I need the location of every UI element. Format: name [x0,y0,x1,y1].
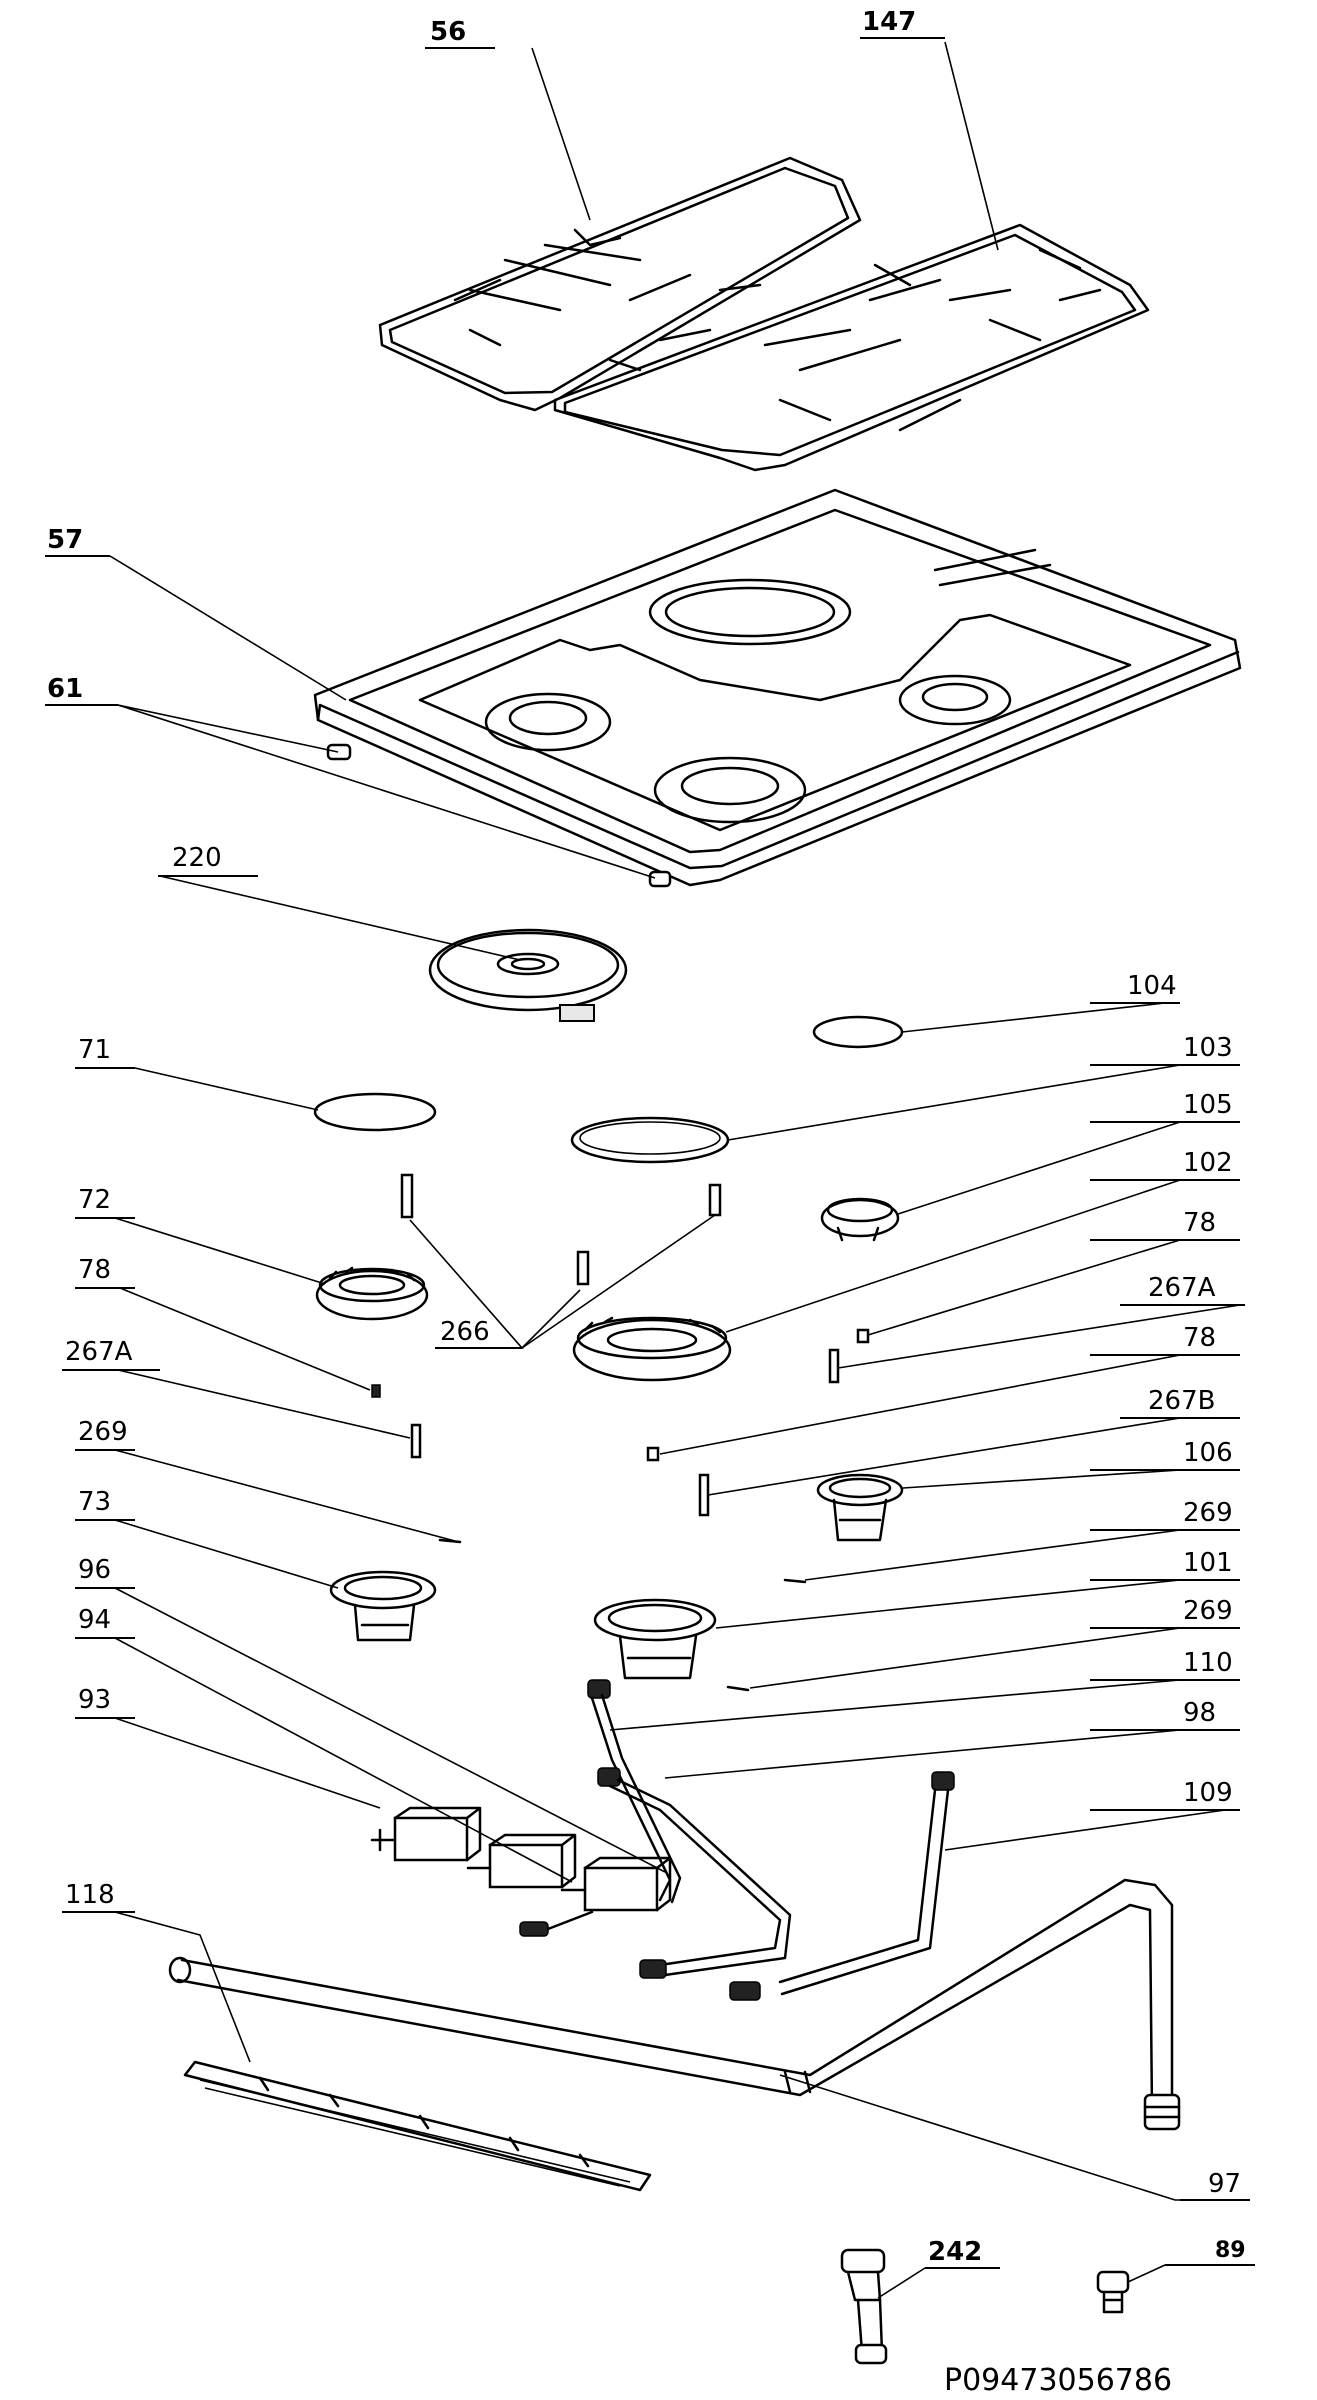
label-97: 97 [1208,2169,1241,2199]
label-220: 220 [172,843,222,873]
label-96: 96 [78,1555,111,1585]
burner-cap-103 [570,1116,730,1164]
label-78-left: 78 [78,1255,111,1285]
clip-78-right [856,1328,870,1344]
label-93: 93 [78,1685,111,1715]
spark-plug-267a-right [828,1348,840,1384]
label-71: 71 [78,1035,111,1065]
label-267a-right: 267A [1148,1273,1216,1303]
burner-cap-71 [313,1092,437,1132]
injector-269-center [726,1685,750,1692]
label-73: 73 [78,1487,111,1517]
label-147: 147 [862,7,916,37]
electric-hotplate [428,928,628,1022]
label-61: 61 [47,674,83,704]
label-118: 118 [65,1880,115,1910]
label-89: 89 [1215,2238,1246,2263]
label-269-right: 269 [1183,1498,1233,1528]
burner-head-72 [315,1266,429,1321]
label-266: 266 [440,1317,490,1347]
label-78-right: 78 [1183,1208,1216,1238]
gas-pipe-98 [597,1767,792,1979]
clip-78-center [646,1446,660,1462]
document-code: P09473056786 [944,2363,1172,2398]
label-105: 105 [1183,1090,1233,1120]
label-106: 106 [1183,1438,1233,1468]
label-102: 102 [1183,1148,1233,1178]
pan-support-left [378,156,862,412]
label-267a-left: 267A [65,1337,133,1367]
injector-269-left [438,1538,462,1544]
rubber-foot-rear [648,870,672,888]
thermocouple-right [708,1183,722,1217]
label-104: 104 [1127,971,1177,1001]
spark-plug-267b [698,1473,710,1517]
rubber-foot-front [326,743,352,761]
gas-pipe-110 [587,1679,682,1904]
thermocouple-middle [576,1250,590,1286]
label-98: 98 [1183,1698,1216,1728]
burner-body-101 [593,1598,717,1680]
label-103: 103 [1183,1033,1233,1063]
tap-connector-left [519,1910,594,1937]
thermocouple-left [400,1173,414,1219]
label-78-center: 78 [1183,1323,1216,1353]
gas-tap-93 [370,1806,482,1862]
burner-body-73 [329,1570,437,1642]
label-269-left: 269 [78,1417,128,1447]
burner-head-105 [820,1197,900,1242]
label-109: 109 [1183,1778,1233,1808]
label-underlines [45,37,1255,2269]
connector-242 [840,2248,888,2365]
clip-78-left [371,1384,381,1398]
burner-body-106 [816,1473,904,1542]
gas-tap-94 [466,1833,577,1889]
spark-plug-267a-left [410,1423,422,1459]
label-242: 242 [928,2237,982,2267]
pan-support-right [553,223,1150,472]
bracket-118 [183,2060,652,2192]
burner-head-102 [572,1316,732,1382]
label-94: 94 [78,1605,111,1635]
label-56: 56 [430,17,466,47]
injector-269-right [783,1578,807,1584]
gas-tap-96 [560,1856,672,1912]
label-101: 101 [1183,1548,1233,1578]
hob-top-plate [313,488,1242,887]
gas-pipe-109 [729,1771,955,2001]
leader-lines [109,41,1241,2299]
label-269-center: 269 [1183,1596,1233,1626]
burner-cap-104 [812,1015,904,1049]
connector-89 [1096,2270,1130,2314]
gas-ramp-97 [168,1878,1181,2131]
label-267b: 267B [1148,1386,1215,1416]
label-57: 57 [47,525,83,555]
label-110: 110 [1183,1648,1233,1678]
label-72: 72 [78,1185,111,1215]
